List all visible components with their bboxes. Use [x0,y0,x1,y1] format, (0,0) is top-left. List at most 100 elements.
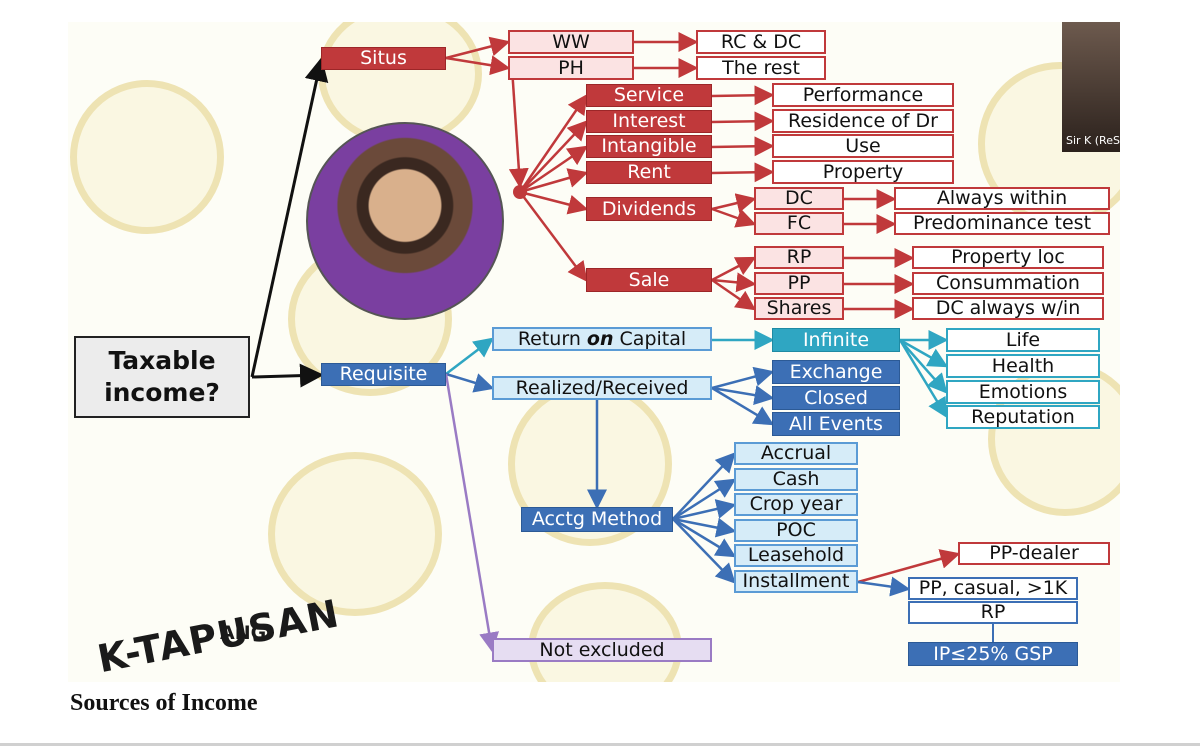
connector-arrow [519,145,589,194]
ww-node: WW [508,30,634,54]
connector-arrow [445,55,511,76]
requisite-node: Requisite [321,363,446,386]
accrual-node: Accrual [734,442,858,465]
reputation-node: Reputation [946,405,1100,429]
connector-arrow [672,518,736,584]
intangible-rule-node: Use [772,134,954,158]
connector-arrow [711,193,757,213]
connector-arrow [711,207,757,228]
connector-arrow [711,278,757,311]
realized-received-node: Realized/Received [492,376,712,400]
closed-node: Closed [772,386,900,410]
connector-arrow [251,363,324,388]
return-on-capital-text-b: Capital [613,327,687,350]
connector-arrow [445,337,494,375]
interest-node: Interest [586,110,712,133]
connector-arrow [672,517,737,558]
connector-arrow [711,256,757,282]
connector-arrow [898,339,948,419]
connector-arrow [445,36,511,60]
pp-node: PP [754,272,844,295]
divider [0,743,1200,746]
connector-arrow [857,576,911,597]
connector-arrow [672,478,737,521]
rp-node: RP [754,246,844,269]
dc-rule-node: Always within [894,187,1110,210]
connector-arrow [672,499,737,521]
ww-rule-node: RC & DC [696,30,826,54]
service-rule-node: Performance [772,83,954,107]
ip-gsp-node: IP≤25% GSP [908,642,1078,666]
pp-dealer-node: PP-dealer [958,542,1110,565]
connector-arrow [519,190,589,215]
connector-arrow [250,57,329,378]
brand-ang: ANG [220,622,267,644]
crop-year-node: Crop year [734,493,858,516]
connector-arrow [711,162,775,183]
service-node: Service [586,84,712,107]
watermark-seal [528,582,682,682]
connector-arrow [518,93,588,193]
fc-node: FC [754,212,844,235]
not-excluded-node: Not excluded [492,638,712,662]
rent-node: Rent [586,161,712,184]
sale-node: Sale [586,268,712,292]
connector-arrow [519,168,589,194]
connector-lines [250,32,994,653]
installment-node: Installment [734,570,858,593]
connector-arrow [899,338,949,368]
rp-installment-node: RP [908,601,1078,624]
exchange-node: Exchange [772,360,900,384]
connector-arrow [672,517,737,538]
pp-casual-node: PP, casual, >1K [908,577,1078,600]
situs-node: Situs [321,47,446,70]
pp-rule-node: Consummation [912,272,1104,295]
connector-arrow [445,372,495,393]
return-on-capital-node: Return on Capital [492,327,712,351]
connector-arrow [508,67,529,189]
connector-arrow [711,366,775,390]
cash-node: Cash [734,468,858,491]
presenter-photo [306,122,504,320]
ph-rule-node: The rest [696,56,826,80]
return-on-capital-text-em: on [586,327,614,350]
leasehold-node: Leasehold [734,544,858,567]
rent-rule-node: Property [772,160,954,184]
connector-arrow [711,385,775,405]
connector-arrow [711,85,775,106]
webcam-label: Sir K (ReS [1066,134,1120,147]
poc-node: POC [734,519,858,542]
connector-arrow [857,549,961,584]
branch-dot [513,185,527,199]
connector-arrow [519,191,588,282]
watermark-seal [268,452,442,616]
return-on-capital-text-a: Return [517,327,587,350]
connector-arrow [444,373,499,653]
connector-arrow [711,272,757,293]
intangible-node: Intangible [586,135,712,158]
shares-rule-node: DC always w/in [912,297,1104,320]
connector-arrow [711,111,775,132]
interest-rule-node: Residence of Dr [772,109,954,133]
rp-rule-node: Property loc [912,246,1104,269]
connector-arrow [899,339,948,394]
taxable-income-node: Taxable income? [74,336,250,418]
fc-rule-node: Predominance test [894,212,1110,235]
webcam-thumbnail [1062,22,1120,152]
connector-arrow [711,136,775,157]
ph-node: PH [508,56,634,80]
health-node: Health [946,354,1100,378]
slide: Sir K (ReS Taxable income? Situs WW RC &… [68,22,1120,682]
watermark-seal [70,80,224,234]
dc-node: DC [754,187,844,210]
acctg-method-node: Acctg Method [521,507,673,532]
dividends-node: Dividends [586,197,712,221]
connector-arrow [519,120,588,193]
page-caption: Sources of Income [70,690,258,716]
all-events-node: All Events [772,412,900,436]
infinite-node: Infinite [772,328,900,352]
connector-arrow [672,452,736,520]
emotions-node: Emotions [946,380,1100,404]
connector-arrow [711,386,775,426]
shares-node: Shares [754,297,844,320]
